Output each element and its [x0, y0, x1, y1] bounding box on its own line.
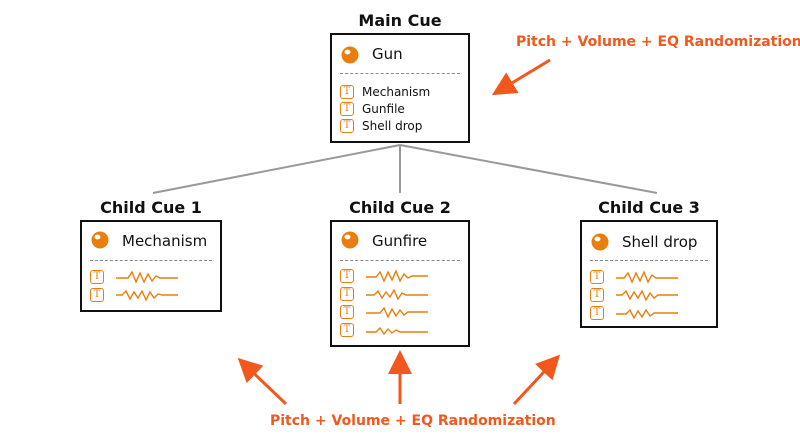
- main-cue-name: Gun: [372, 45, 403, 63]
- layer-label: Mechanism: [362, 84, 431, 99]
- text-layer-icon: T: [340, 268, 354, 283]
- annotation-bottom: Pitch + Volume + EQ Randomization: [270, 413, 556, 429]
- waveform-icon: [616, 269, 678, 284]
- layer-row: T Gunfile: [340, 100, 405, 117]
- layer-row: T: [340, 267, 428, 284]
- text-layer-icon: T: [340, 84, 354, 99]
- waveform-icon: [116, 288, 178, 302]
- arrow-to-child-cue-3: [512, 354, 561, 406]
- layer-row: T Mechanism: [340, 83, 430, 100]
- divider: [90, 260, 212, 261]
- layer-row: T Shell drop: [340, 117, 422, 134]
- waveform-icon: [616, 308, 678, 319]
- text-layer-icon: T: [590, 305, 604, 320]
- sound-ball-icon: [91, 231, 109, 249]
- child-cue-2-name: Gunfire: [372, 232, 428, 250]
- text-layer-icon: T: [340, 322, 354, 337]
- waveform-icon: [366, 306, 428, 319]
- layer-row: T: [590, 304, 678, 321]
- child-cue-3-box[interactable]: Shell drop T T T: [580, 220, 718, 328]
- waveform-icon: [366, 268, 428, 283]
- waveform-icon: [366, 326, 428, 335]
- layer-row: T: [340, 285, 428, 302]
- child-cue-1-name: Mechanism: [122, 232, 208, 250]
- layer-row: T: [590, 286, 678, 303]
- waveform-icon: [616, 288, 678, 302]
- text-layer-icon: T: [590, 269, 604, 284]
- layer-row: T: [340, 303, 428, 320]
- text-layer-icon: T: [340, 286, 354, 301]
- text-layer-icon: T: [590, 287, 604, 302]
- layer-label: Gunfile: [362, 101, 405, 116]
- divider: [340, 260, 460, 261]
- layer-row: T: [590, 268, 678, 285]
- text-layer-icon: T: [340, 118, 354, 133]
- child-cue-1-box[interactable]: Mechanism T T: [80, 220, 222, 312]
- connector-main-to-child-3: [399, 144, 658, 194]
- text-layer-icon: T: [340, 304, 354, 319]
- main-cue-box[interactable]: Gun T Mechanism T Gunfile T Shell drop: [330, 33, 470, 143]
- divider: [590, 260, 708, 261]
- arrow-to-main-cue: [491, 58, 551, 96]
- text-layer-icon: T: [340, 101, 354, 116]
- arrow-to-child-cue-1: [237, 357, 288, 406]
- annotation-top-right: Pitch + Volume + EQ Randomization: [516, 34, 800, 50]
- layer-row: T: [340, 321, 428, 338]
- divider: [340, 73, 460, 74]
- child-cue-1-title: Child Cue 1: [100, 198, 202, 217]
- child-cue-3-name: Shell drop: [622, 233, 698, 251]
- layer-row: T: [90, 268, 178, 285]
- waveform-icon: [116, 270, 178, 284]
- child-cue-2-box[interactable]: Gunfire T T T T: [330, 220, 470, 347]
- sound-ball-icon: [341, 46, 359, 64]
- text-layer-icon: T: [90, 269, 104, 284]
- layer-label: Shell drop: [362, 118, 423, 133]
- waveform-icon: [366, 287, 428, 300]
- sound-ball-icon: [341, 231, 359, 249]
- sound-ball-icon: [591, 233, 609, 251]
- layer-row: T: [90, 286, 178, 303]
- text-layer-icon: T: [90, 287, 104, 302]
- child-cue-2-title: Child Cue 2: [349, 198, 451, 217]
- main-cue-title: Main Cue: [358, 11, 442, 30]
- child-cue-3-title: Child Cue 3: [598, 198, 700, 217]
- connector-main-to-child-1: [152, 144, 401, 194]
